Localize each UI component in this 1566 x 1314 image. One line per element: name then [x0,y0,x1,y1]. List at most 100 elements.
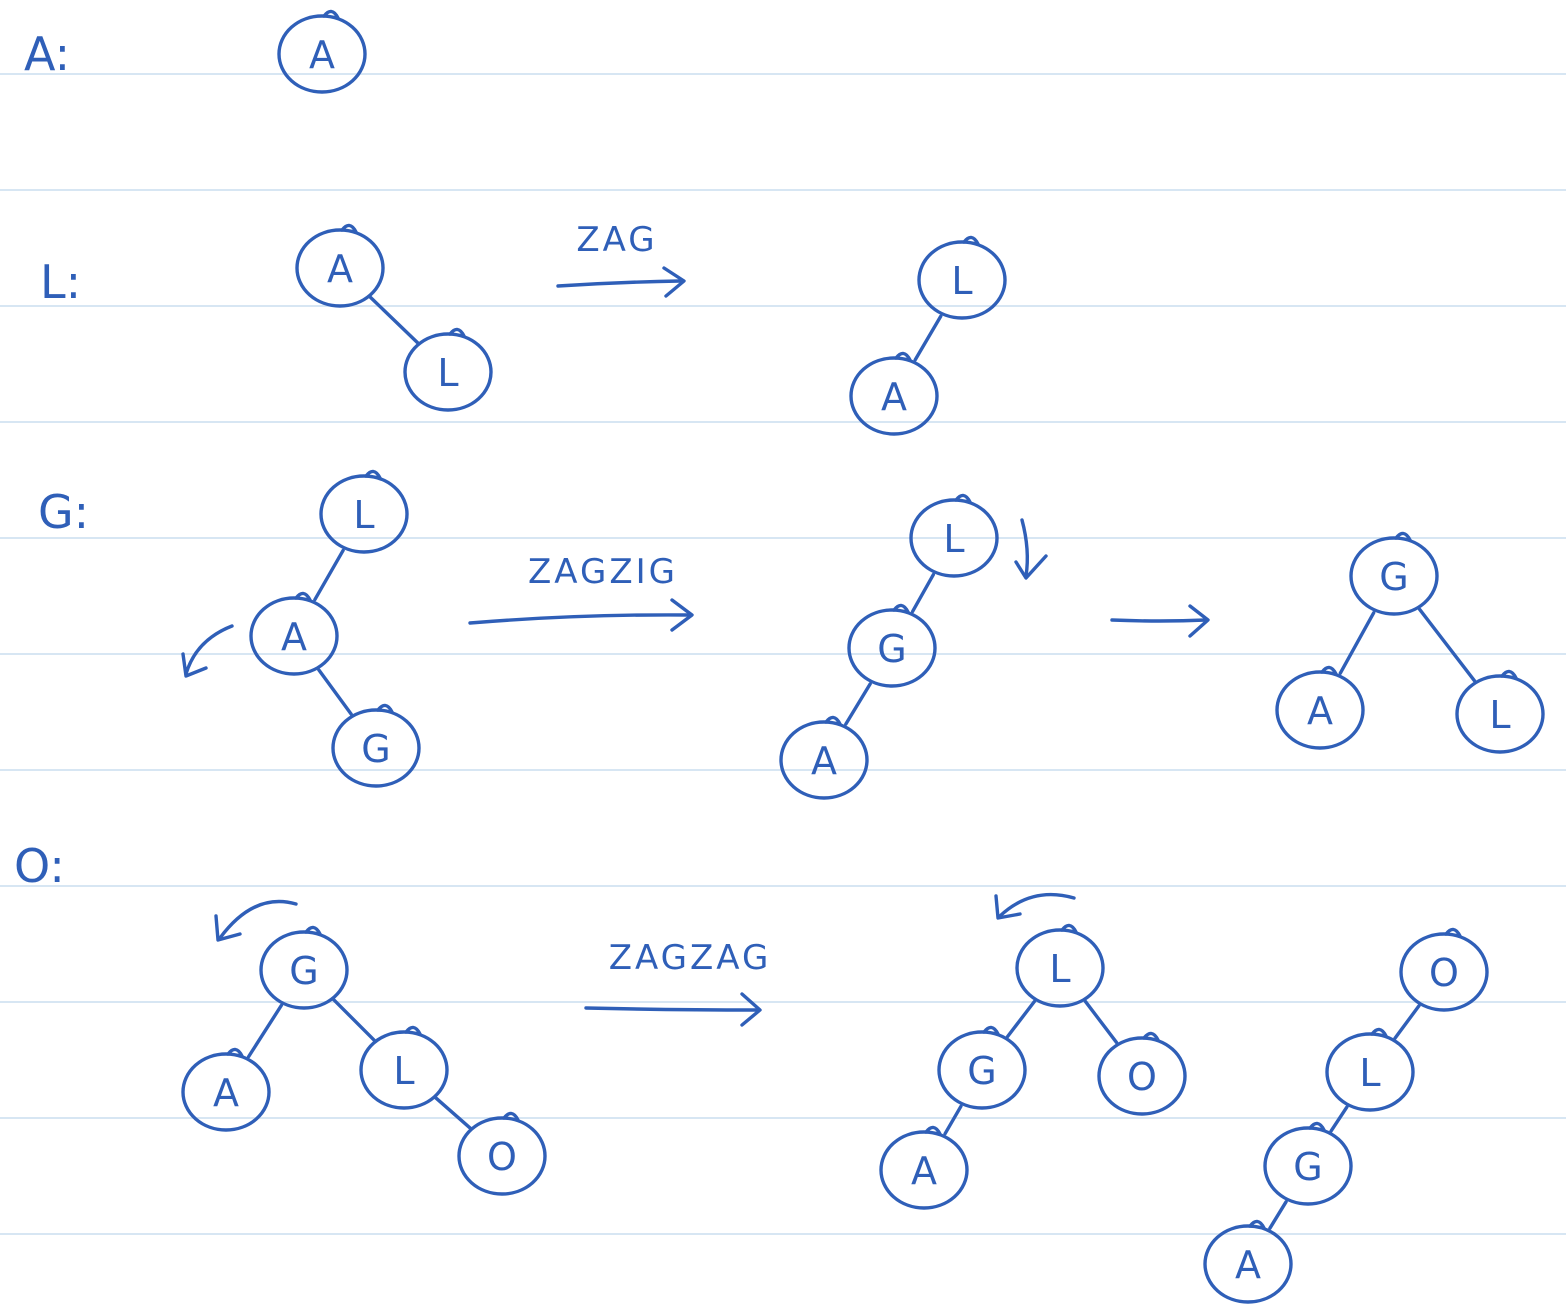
node-label: A [281,615,307,659]
arrow-curve [998,892,1076,918]
tree-6: GA L [1275,531,1545,754]
node-label: G [289,949,318,993]
node-circle [1015,928,1105,1008]
node-label: G [1293,1145,1322,1189]
tree-node: A [849,351,939,436]
tree-node: A [1203,1219,1293,1304]
tree-node: L [1325,1027,1415,1112]
tree-node: O [1399,927,1489,1012]
tree-node: G [259,925,349,1010]
node-circle [847,608,937,688]
pen-stroke-overlap [376,703,394,714]
tree-node: A [1275,665,1365,750]
pen-stroke-overlap [502,1111,520,1122]
tree-4: L AG [249,469,421,788]
transform-arrow-zagzag [584,992,762,1027]
node-label: O [487,1135,517,1179]
row-label-l: L: [40,255,81,309]
pen-stroke-overlap [364,469,382,480]
tree-edge [844,682,872,726]
node-circle [403,332,493,412]
tree-node: G [1263,1121,1353,1206]
node-label: L [393,1049,414,1093]
node-circle [319,474,409,554]
node-circle [1349,536,1439,616]
ruled-lines [0,73,1566,1235]
tree-node: O [1097,1031,1187,1116]
node-label: A [911,1149,937,1193]
pen-stroke-overlap [1060,923,1078,934]
pen-stroke-overlap [1444,927,1462,938]
node-circle [359,1030,449,1110]
node-circle [277,14,367,94]
pen-stroke-overlap [1248,1219,1266,1230]
tree-edge [313,548,345,602]
node-circle [1203,1224,1293,1304]
tree-edge [331,997,377,1043]
node-circle [249,596,339,676]
node-circle [937,1030,1027,1110]
tree-node: A [249,591,339,676]
arrow-head [670,598,694,632]
tree-node: G [847,603,937,688]
operation-label-zagzag: ZAGZAG [609,938,772,978]
pen-stroke-overlap [1394,531,1412,542]
tree-3: LA [849,235,1007,436]
tree-edge [943,1104,963,1136]
tree-7: G A L O [181,925,547,1196]
rotation-mark-down [1014,518,1048,580]
node-label: O [1127,1055,1157,1099]
tree-edge [1083,999,1119,1045]
node-circle [1097,1036,1187,1116]
node-circle [879,1130,969,1210]
node-label: A [881,375,907,419]
tree-9: OL GA [1203,927,1489,1304]
arrow-shaft [468,613,692,625]
node-label: L [1359,1051,1380,1095]
node-circle [1399,932,1489,1012]
pen-stroke-overlap [824,715,842,726]
tree-5: LGA [779,493,999,800]
node-label: G [967,1049,996,1093]
arrow-shaft [584,1006,760,1012]
row-label-g: G: [38,485,89,539]
tree-edge [1268,1200,1288,1230]
tree-edge [913,314,943,362]
tree-node: L [319,469,409,554]
node-label: L [1489,693,1510,737]
arrow-head [1014,554,1048,580]
pen-stroke-overlap [962,235,980,246]
row-label-o: O: [14,839,65,893]
arrow-head [214,914,242,942]
pen-stroke-overlap [1308,1121,1326,1132]
node-label: L [1049,947,1070,991]
node-label: L [437,351,458,395]
tree-edge [1005,999,1037,1039]
node-circle [909,498,999,578]
node-circle [917,240,1007,320]
node-label: A [327,247,353,291]
tree-node: G [1349,531,1439,616]
operation-label-zagzig: ZAGZIG [528,552,678,592]
pen-stroke-overlap [1500,669,1518,680]
arrow-shaft [1110,618,1208,623]
pen-stroke-overlap [340,223,358,234]
node-circle [259,930,349,1010]
tree-node: A [779,715,869,800]
transform-arrow-zag [556,266,686,298]
tree-node: L [917,235,1007,320]
tree-node: L [403,327,493,412]
pen-stroke-overlap [448,327,466,338]
arrow-curve [1020,518,1030,578]
tree-node: G [331,703,421,788]
tree-node: L [1455,669,1545,754]
rotation-mark-left [994,892,1076,920]
node-label: A [213,1071,239,1115]
tree-edge [1329,1105,1349,1133]
tree-edge [1417,607,1477,683]
arrow-head [662,266,686,298]
tree-node: A [181,1047,271,1132]
pen-stroke-overlap [1142,1031,1160,1042]
